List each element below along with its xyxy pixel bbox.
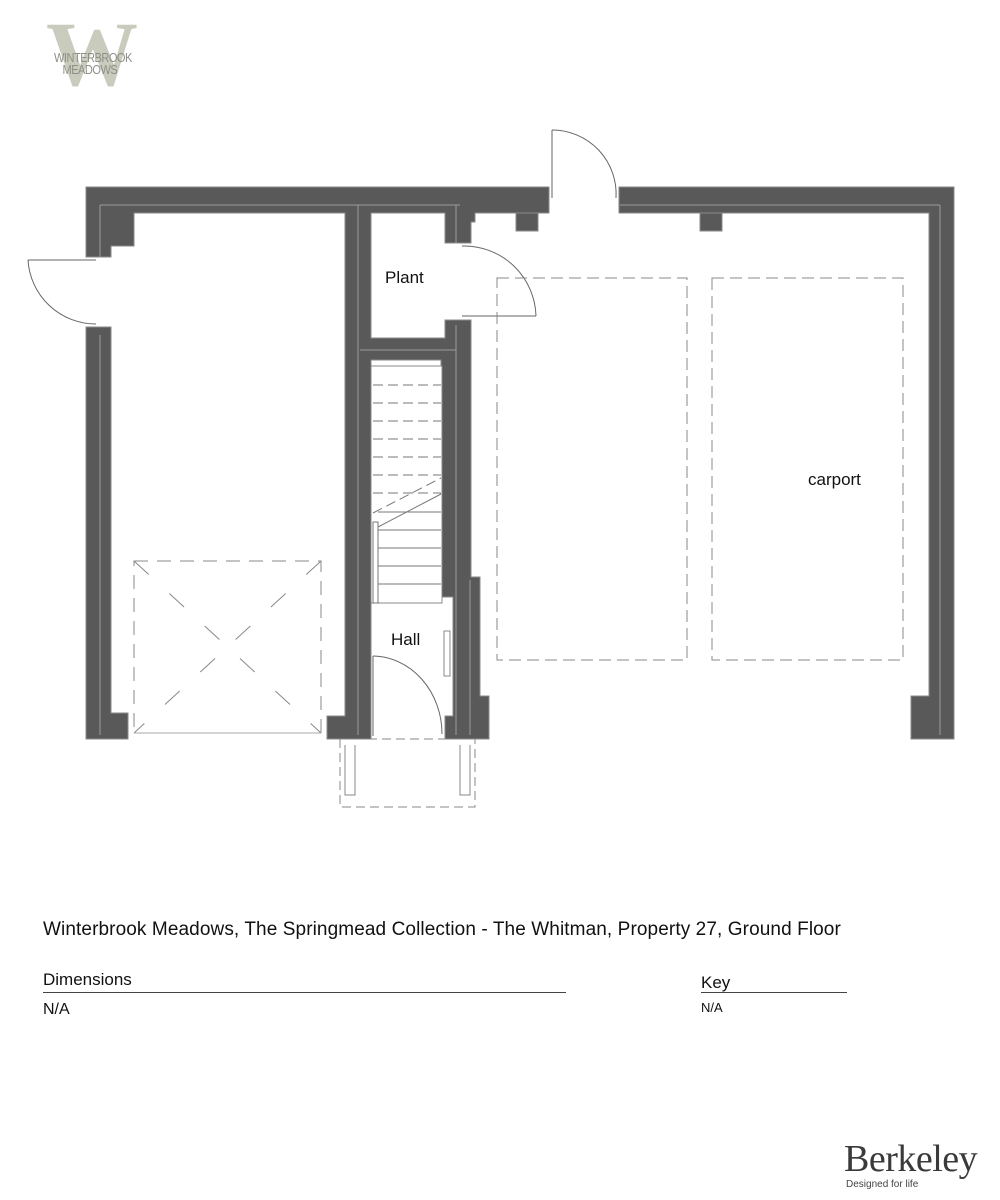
- berkeley-logo: Berkeley Designed for life: [844, 1138, 978, 1190]
- key-heading: Key: [701, 973, 731, 992]
- room-label-plant: Plant: [385, 268, 424, 287]
- logo-line-2: MEADOWS: [62, 62, 118, 77]
- parking-bay-1: [496, 277, 688, 661]
- berkeley-tagline: Designed for life: [846, 1179, 919, 1190]
- doors: [27, 129, 617, 736]
- key-divider: [701, 992, 847, 993]
- parking-bays: [496, 277, 904, 661]
- radiator: [443, 630, 451, 677]
- dimensions-divider: [43, 992, 566, 993]
- winterbrook-meadows-logo: W WINTERBROOK MEADOWS: [40, 8, 170, 100]
- rooflight-outline: [133, 560, 322, 734]
- key-value: N/A: [701, 1000, 723, 1015]
- room-label-hall: Hall: [391, 630, 421, 649]
- logo-line-1: WINTERBROOK: [54, 50, 132, 65]
- walls: [85, 186, 955, 740]
- floor-plan: [27, 129, 955, 808]
- staircase: [370, 365, 443, 604]
- wall-detail-lines: [99, 204, 941, 735]
- parking-bay-2: [711, 277, 904, 661]
- room-label-carport: carport: [808, 470, 861, 489]
- berkeley-wordmark: Berkeley: [844, 1138, 978, 1180]
- porch-outline: [339, 738, 476, 808]
- logo-wordmark: WINTERBROOK MEADOWS: [54, 50, 132, 77]
- dimensions-value: N/A: [43, 1001, 70, 1018]
- plan-title: Winterbrook Meadows, The Springmead Coll…: [43, 919, 841, 940]
- dimensions-heading: Dimensions: [43, 970, 132, 989]
- logo-monogram: W: [46, 3, 138, 105]
